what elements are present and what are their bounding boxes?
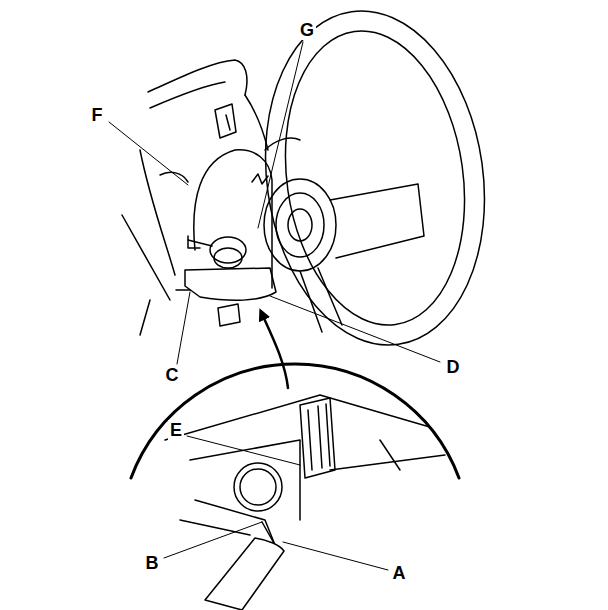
- detail-circle: [131, 364, 459, 478]
- callout-letter: C: [164, 365, 181, 385]
- detail-arrow: [262, 314, 288, 388]
- callout-letter: A: [391, 563, 408, 583]
- callout-letter: G: [298, 20, 316, 40]
- steering-wheel: [245, 0, 506, 359]
- callout-letter: B: [144, 553, 161, 573]
- callout-letter: F: [90, 105, 105, 125]
- column-cover: [176, 150, 276, 326]
- callout-letter: E: [168, 420, 184, 440]
- screwdriver: [205, 538, 284, 610]
- leader-lines: [109, 42, 440, 570]
- callout-letter: D: [445, 357, 462, 377]
- detail-view: [165, 395, 445, 545]
